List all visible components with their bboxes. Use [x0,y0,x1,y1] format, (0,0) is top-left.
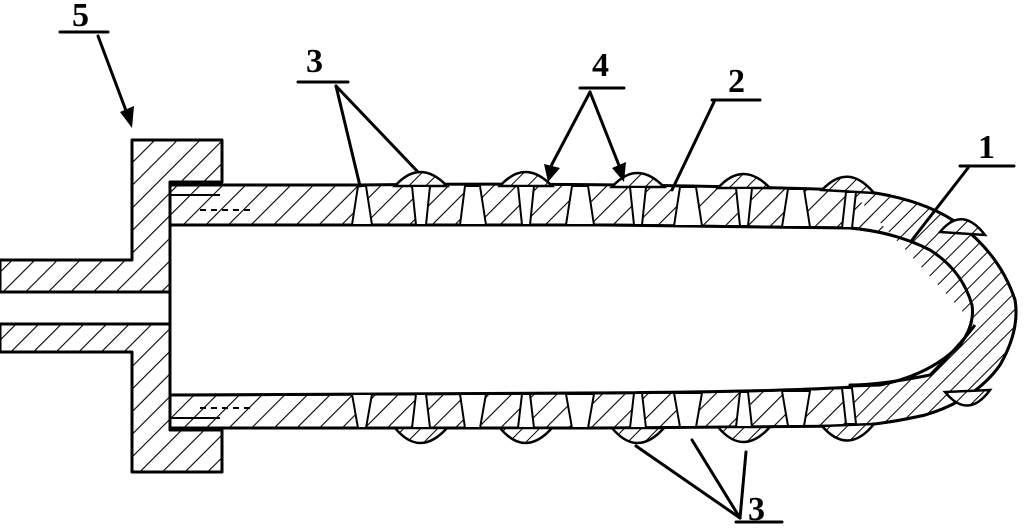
label-1-callout: 1 [910,129,1016,242]
bumps-bottom [392,388,993,445]
label-2: 2 [728,63,745,100]
label-5: 5 [72,0,89,34]
bumps-top [392,170,988,237]
label-3-top: 3 [306,43,323,80]
channels-top [350,185,858,229]
label-5-callout: 5 [58,0,134,128]
label-3-bottom-callout: 3 [634,438,784,528]
label-3-top-callout: 3 [296,43,420,188]
label-1: 1 [978,129,995,166]
label-4-callout: 4 [544,47,626,182]
label-2-callout: 2 [670,63,762,192]
label-4: 4 [592,47,609,84]
channels-bottom [350,387,858,429]
label-3-bottom: 3 [748,491,765,528]
